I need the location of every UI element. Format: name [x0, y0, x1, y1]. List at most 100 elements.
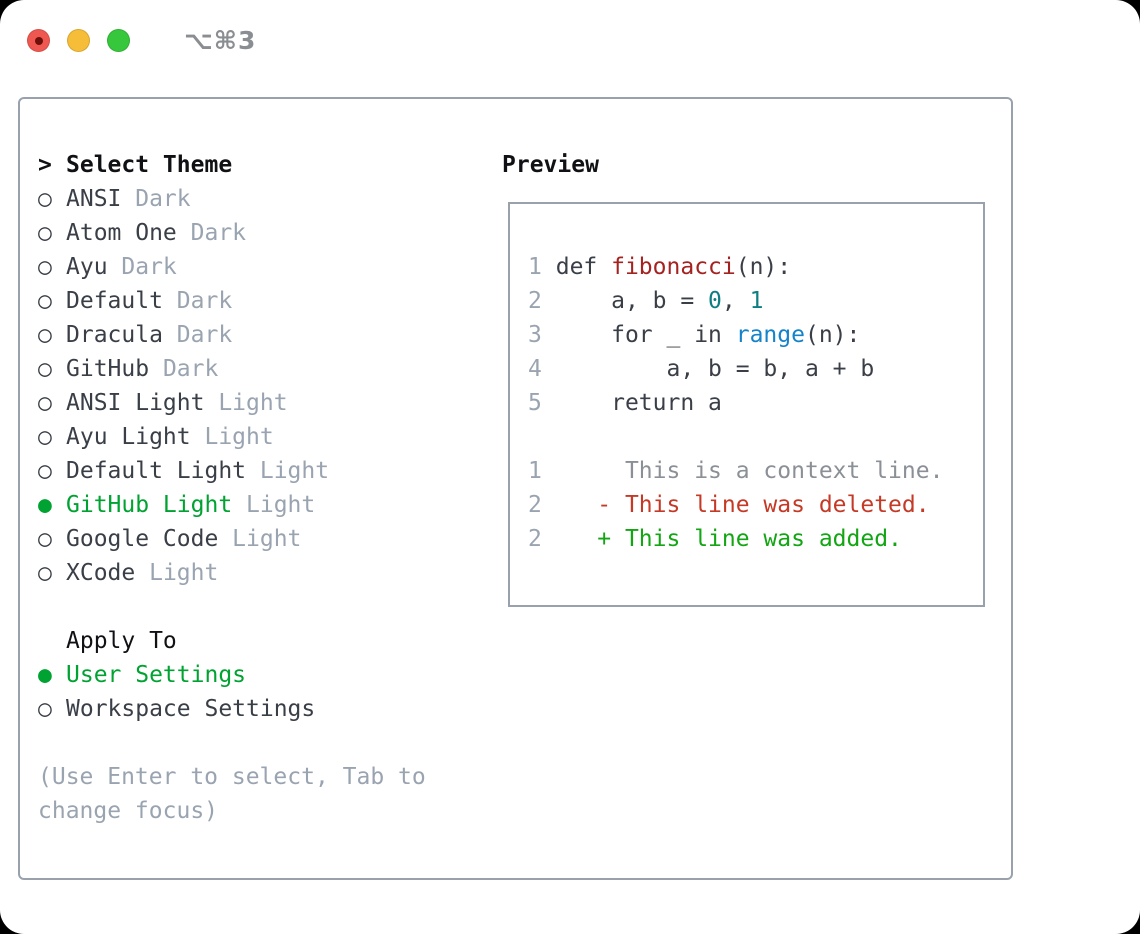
apply-option-user-settings[interactable]: ● User Settings — [38, 658, 474, 692]
apply-to-section: Apply To ● User Settings ○ Workspace Settin… — [38, 624, 474, 726]
theme-option-ansi-light[interactable]: ○ ANSI Light Light — [38, 386, 474, 420]
apply-to-header: Apply To — [38, 624, 474, 658]
gutter-space — [542, 458, 556, 484]
code-token-text: return a — [555, 390, 722, 416]
theme-option-xcode[interactable]: ○ XCode Light — [38, 556, 474, 590]
gutter-space — [542, 288, 556, 314]
theme-name: Default Light — [66, 458, 247, 484]
line-number: 2 — [528, 492, 542, 518]
theme-variant-badge: Dark — [162, 356, 219, 382]
gutter-space — [542, 254, 556, 280]
theme-variant-badge: Dark — [176, 288, 233, 314]
theme-name: Dracula — [66, 322, 163, 348]
theme-variant-badge: Dark — [190, 220, 247, 246]
diff-block: 1 This is a context line.2 - This line w… — [528, 454, 983, 556]
theme-name: ANSI Light — [66, 390, 205, 416]
code-line: 2 a, b = 0, 1 — [528, 284, 983, 318]
apply-to-title: Apply To — [66, 628, 177, 654]
zoom-button[interactable] — [107, 29, 130, 52]
code-token-number: 1 — [749, 288, 764, 314]
radio-icon: ○ — [38, 288, 52, 314]
theme-variant-badge: Dark — [135, 186, 191, 212]
preview-panel: Preview 1 def fibonacci(n):2 a, b = 0, 1… — [502, 148, 988, 607]
theme-name: GitHub — [66, 356, 150, 382]
code-token-builtin: range — [735, 322, 805, 348]
apply-option-label: User Settings — [66, 662, 247, 688]
apply-option-label: Workspace Settings — [66, 696, 316, 722]
theme-name: Google Code — [66, 526, 219, 552]
radio-icon: ○ — [38, 356, 52, 382]
apply-to-indent — [38, 624, 66, 658]
theme-variant-badge: Light — [232, 526, 302, 552]
theme-option-dracula[interactable]: ○ Dracula Dark — [38, 318, 474, 352]
code-token-text: a, b = b, a + b — [555, 356, 875, 382]
theme-variant-badge: Light — [246, 492, 316, 518]
radio-icon: ○ — [38, 254, 52, 280]
radio-selected-icon: ● — [38, 662, 52, 688]
code-token-text: for _ in — [555, 322, 736, 348]
select-theme-title: Select Theme — [66, 152, 233, 178]
theme-name: XCode — [66, 560, 136, 586]
code-line: 4 a, b = b, a + b — [528, 352, 983, 386]
radio-icon: ○ — [38, 696, 52, 722]
select-theme-header: > Select Theme — [38, 148, 474, 182]
radio-icon: ○ — [38, 424, 52, 450]
theme-name: Ayu — [66, 254, 108, 280]
line-number: 2 — [528, 288, 542, 314]
theme-option-ayu[interactable]: ○ Ayu Dark — [38, 250, 474, 284]
code-token-text: a, b = — [555, 288, 709, 314]
apply-option-workspace-settings[interactable]: ○ Workspace Settings — [38, 692, 474, 726]
theme-name: ANSI — [66, 186, 122, 212]
gutter-space — [542, 492, 556, 518]
theme-variant-badge: Light — [149, 560, 219, 586]
theme-variant-badge: Light — [218, 390, 288, 416]
radio-icon: ○ — [38, 458, 52, 484]
code-token-text: (n): — [735, 254, 792, 280]
diff-text-deleted: - This line was deleted. — [555, 492, 930, 518]
minimize-button[interactable] — [67, 29, 90, 52]
preview-title: Preview — [502, 152, 599, 178]
theme-name: Default — [66, 288, 163, 314]
line-number: 5 — [528, 390, 542, 416]
radio-icon: ○ — [38, 322, 52, 348]
diff-line-deleted: 2 - This line was deleted. — [528, 488, 983, 522]
diff-text-added: + This line was added. — [555, 526, 902, 552]
gutter-space — [542, 356, 556, 382]
theme-name: Ayu Light — [66, 424, 191, 450]
theme-option-default[interactable]: ○ Default Dark — [38, 284, 474, 318]
diff-line-added: 2 + This line was added. — [528, 522, 983, 556]
diff-text-context: This is a context line. — [555, 458, 944, 484]
gutter-space — [542, 526, 556, 552]
line-number: 2 — [528, 526, 542, 552]
code-token-text: def — [555, 254, 612, 280]
window-title: ⌥⌘3 — [184, 26, 257, 55]
diff-line-context: 1 This is a context line. — [528, 454, 983, 488]
code-line: 3 for _ in range(n): — [528, 318, 983, 352]
theme-option-google-code[interactable]: ○ Google Code Light — [38, 522, 474, 556]
theme-name: Atom One — [66, 220, 177, 246]
code-token-text: (n): — [804, 322, 861, 348]
theme-option-github[interactable]: ○ GitHub Dark — [38, 352, 474, 386]
theme-variant-badge: Dark — [121, 254, 177, 280]
theme-variant-badge: Dark — [176, 322, 233, 348]
cursor-icon: > — [38, 152, 52, 178]
radio-icon: ○ — [38, 560, 52, 586]
code-token-number: 0 — [708, 288, 722, 314]
close-button[interactable] — [27, 29, 50, 52]
code-token-text: , — [721, 288, 750, 314]
line-number: 1 — [528, 254, 542, 280]
radio-icon: ○ — [38, 526, 52, 552]
radio-icon: ○ — [38, 390, 52, 416]
theme-name: GitHub Light — [66, 492, 233, 518]
apply-options: ● User Settings ○ Workspace Settings — [38, 658, 474, 726]
